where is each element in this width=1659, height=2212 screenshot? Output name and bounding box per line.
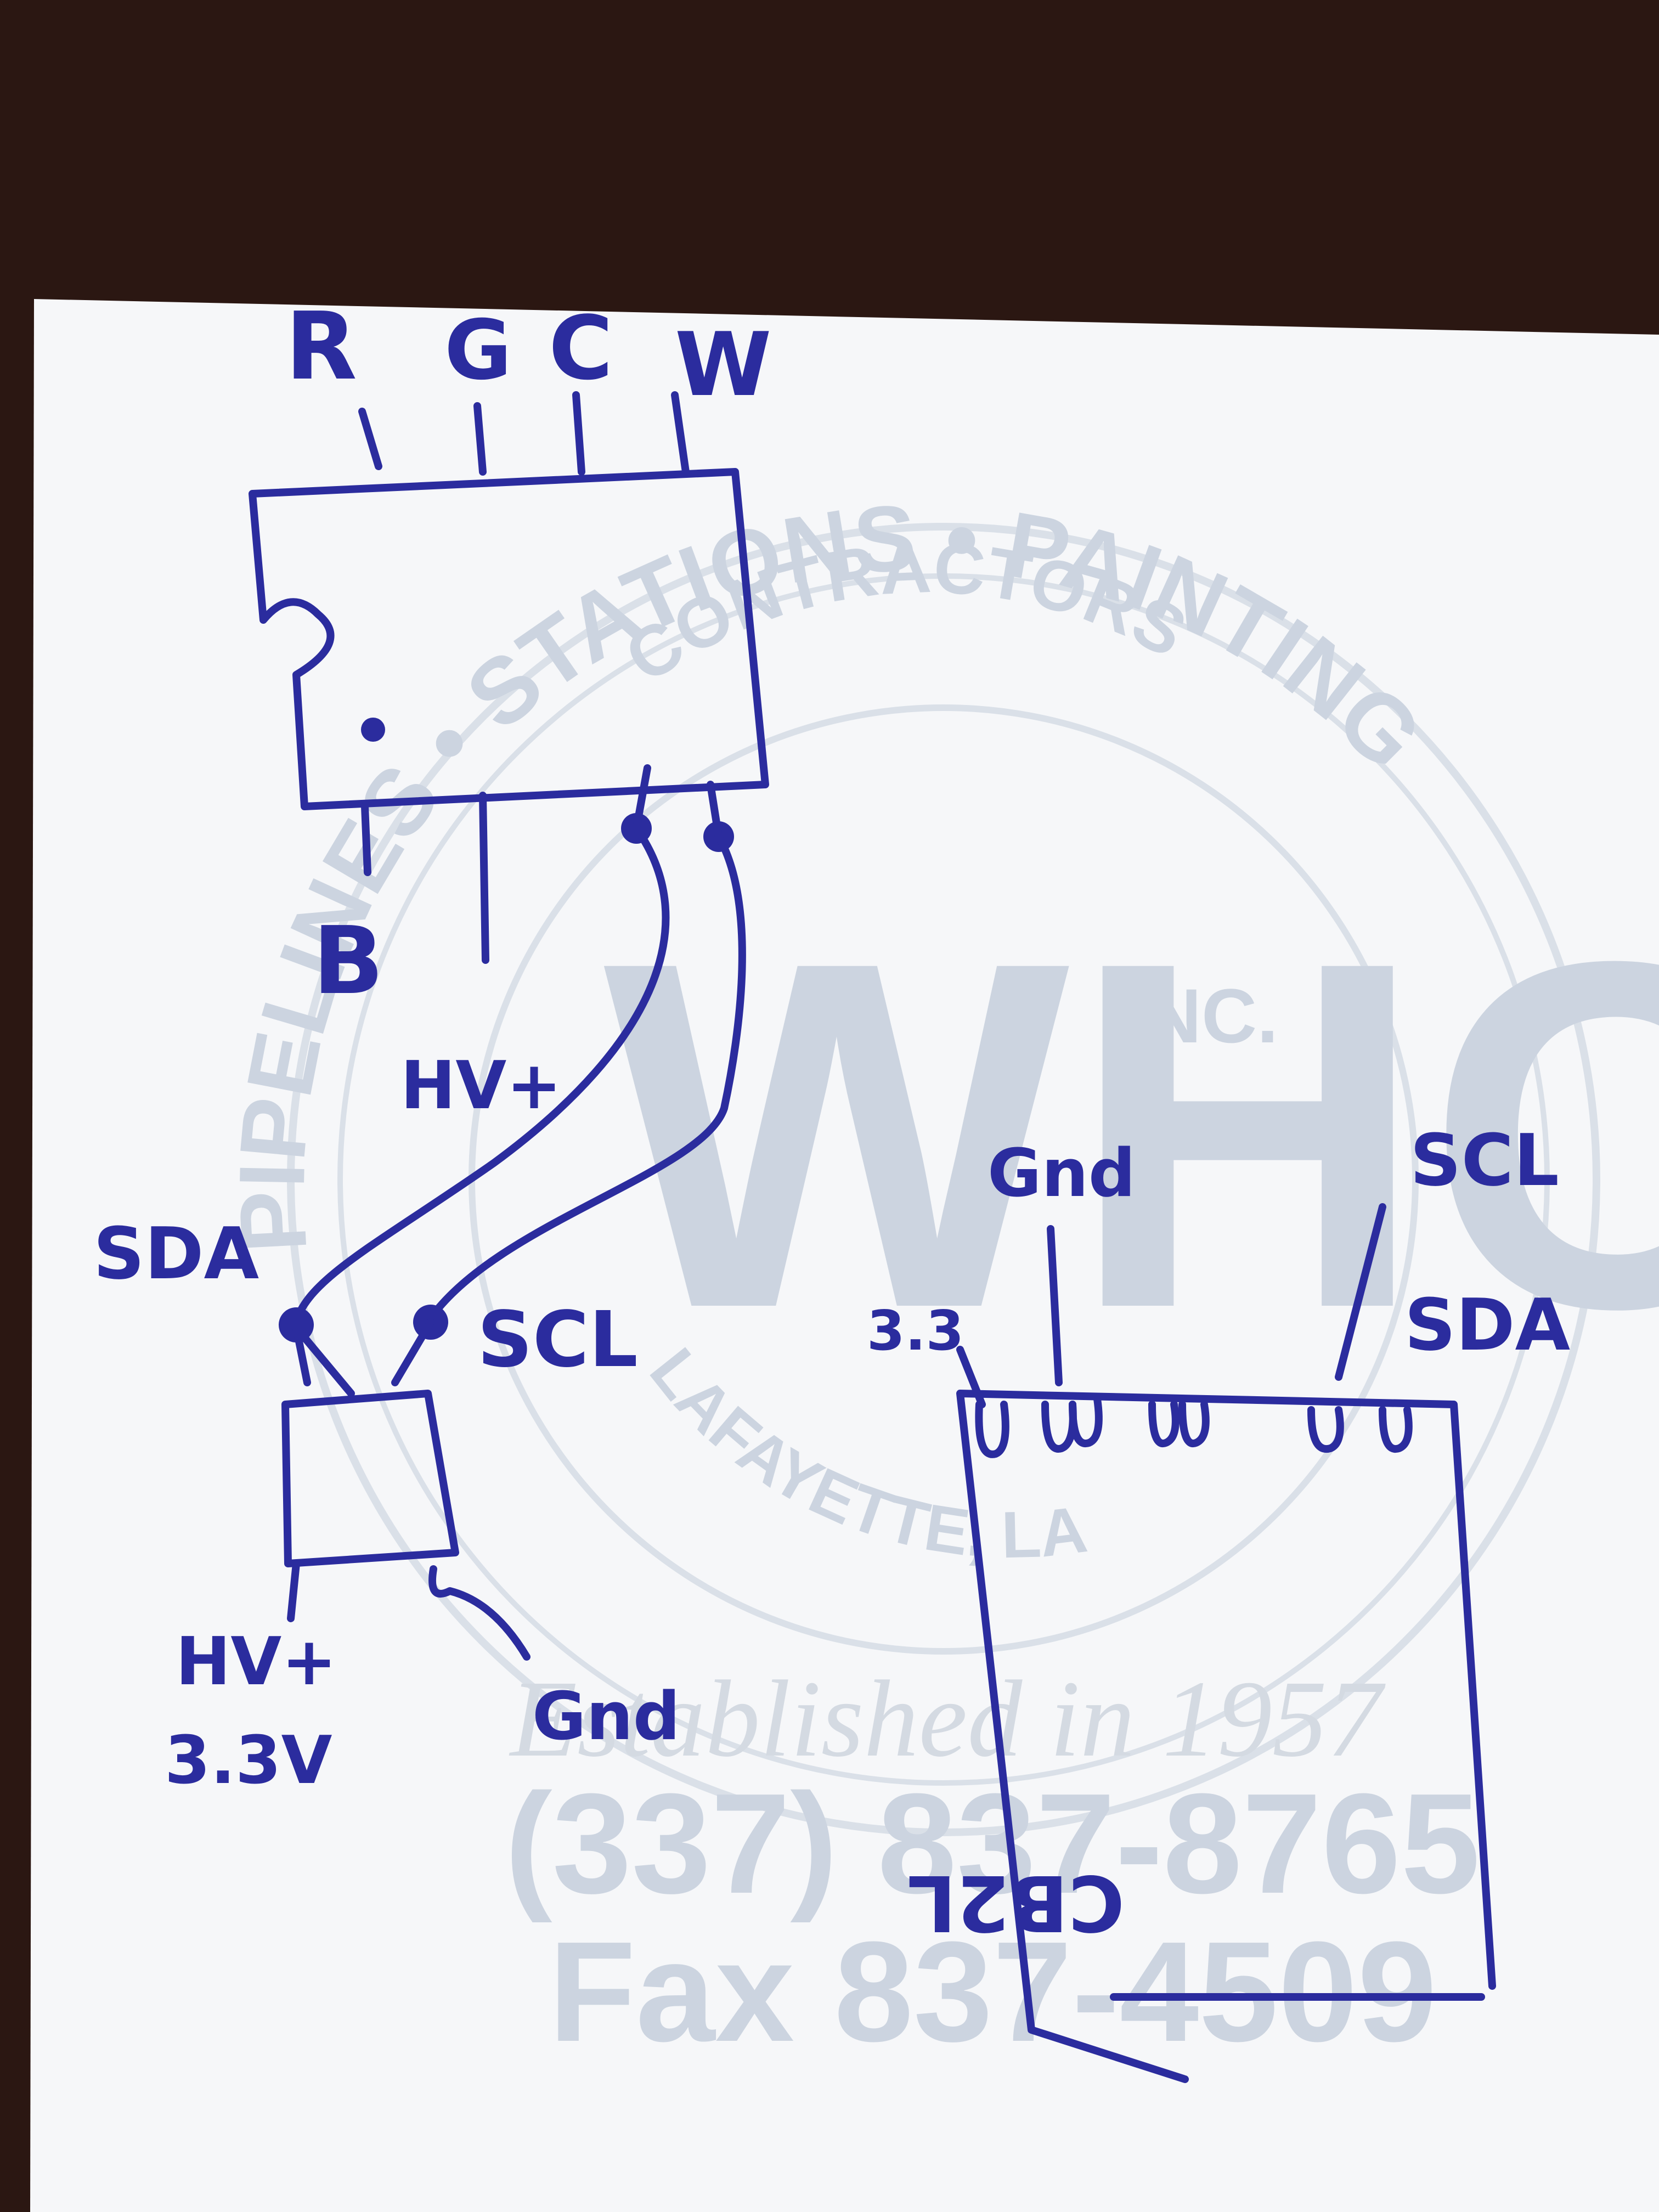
label-board-sda: SDA: [1404, 1283, 1570, 1367]
board-gnd-lead: [1047, 1225, 1063, 1386]
watermark-outer-ring: [287, 523, 1600, 1836]
header-pin-4: [1148, 1401, 1180, 1448]
pin-g-lead: [473, 402, 487, 476]
labels: R G C W B HV+ SDA SCL HV+ 3.3V Gnd 3.3 G…: [93, 292, 1570, 1947]
label-board-chip: CB2L: [907, 1858, 1125, 1947]
label-pin-w: W: [675, 313, 771, 416]
board-scl-sda-lead: [1335, 1203, 1386, 1381]
label-board-gnd: Gnd: [988, 1136, 1136, 1212]
watermark-established: Established in 1957: [509, 1658, 1386, 1780]
scl-wire: [424, 781, 746, 1326]
watermark-fax: Fax 837-4509: [549, 1912, 1437, 2072]
watermark-ring: [337, 573, 1550, 1786]
sda-wire: [292, 764, 670, 1326]
pin-b-lead: [361, 803, 371, 876]
watermark-inc: INC.: [1125, 973, 1278, 1059]
sda-stub: [292, 1324, 355, 1397]
label-gnd-left: Gnd: [532, 1679, 680, 1755]
board-33-lead: [956, 1346, 986, 1408]
label-scl-left: SCL: [477, 1295, 638, 1385]
header-pin-3: [1069, 1395, 1103, 1448]
label-b: B: [313, 907, 384, 1015]
gnd-lead: [428, 1565, 531, 1661]
ink-drawing: [249, 391, 1496, 2083]
label-3v3: 3.3V: [165, 1723, 332, 1799]
board-header-pins: [975, 1395, 1413, 1458]
watermark-phone: (337) 837-8765: [505, 1764, 1480, 1924]
label-pin-c: C: [549, 297, 613, 399]
label-sda-left: SDA: [93, 1212, 259, 1295]
label-hv-plus-top: HV+: [400, 1048, 562, 1124]
thermostat-module-outline: [249, 468, 769, 810]
header-pin-5: [1178, 1401, 1210, 1448]
label-pin-g: G: [444, 303, 512, 398]
label-board-scl: SCL: [1410, 1119, 1559, 1202]
hv-3v3-lead: [287, 1560, 300, 1622]
pin-c-lead: [572, 391, 585, 476]
thermostat-dot: [361, 718, 385, 742]
scl-stub: [391, 1318, 435, 1386]
watermark-logo: WHC: [603, 859, 1659, 1410]
label-board-33: 3.3: [867, 1299, 964, 1363]
pin-w-lead: [671, 391, 690, 476]
board-outline: [956, 1390, 1496, 2083]
header-pin-7: [1379, 1406, 1413, 1453]
header-pin-6: [1307, 1406, 1344, 1453]
label-pin-r: R: [285, 292, 357, 401]
paper-sheet: [30, 299, 1659, 2212]
pin-r-lead: [358, 408, 382, 470]
level-shifter-outline: [281, 1390, 459, 1567]
pin-hv-lead: [479, 792, 489, 964]
label-hv-plus-bottom: HV+: [176, 1624, 337, 1700]
header-pin-1: [975, 1401, 1009, 1458]
